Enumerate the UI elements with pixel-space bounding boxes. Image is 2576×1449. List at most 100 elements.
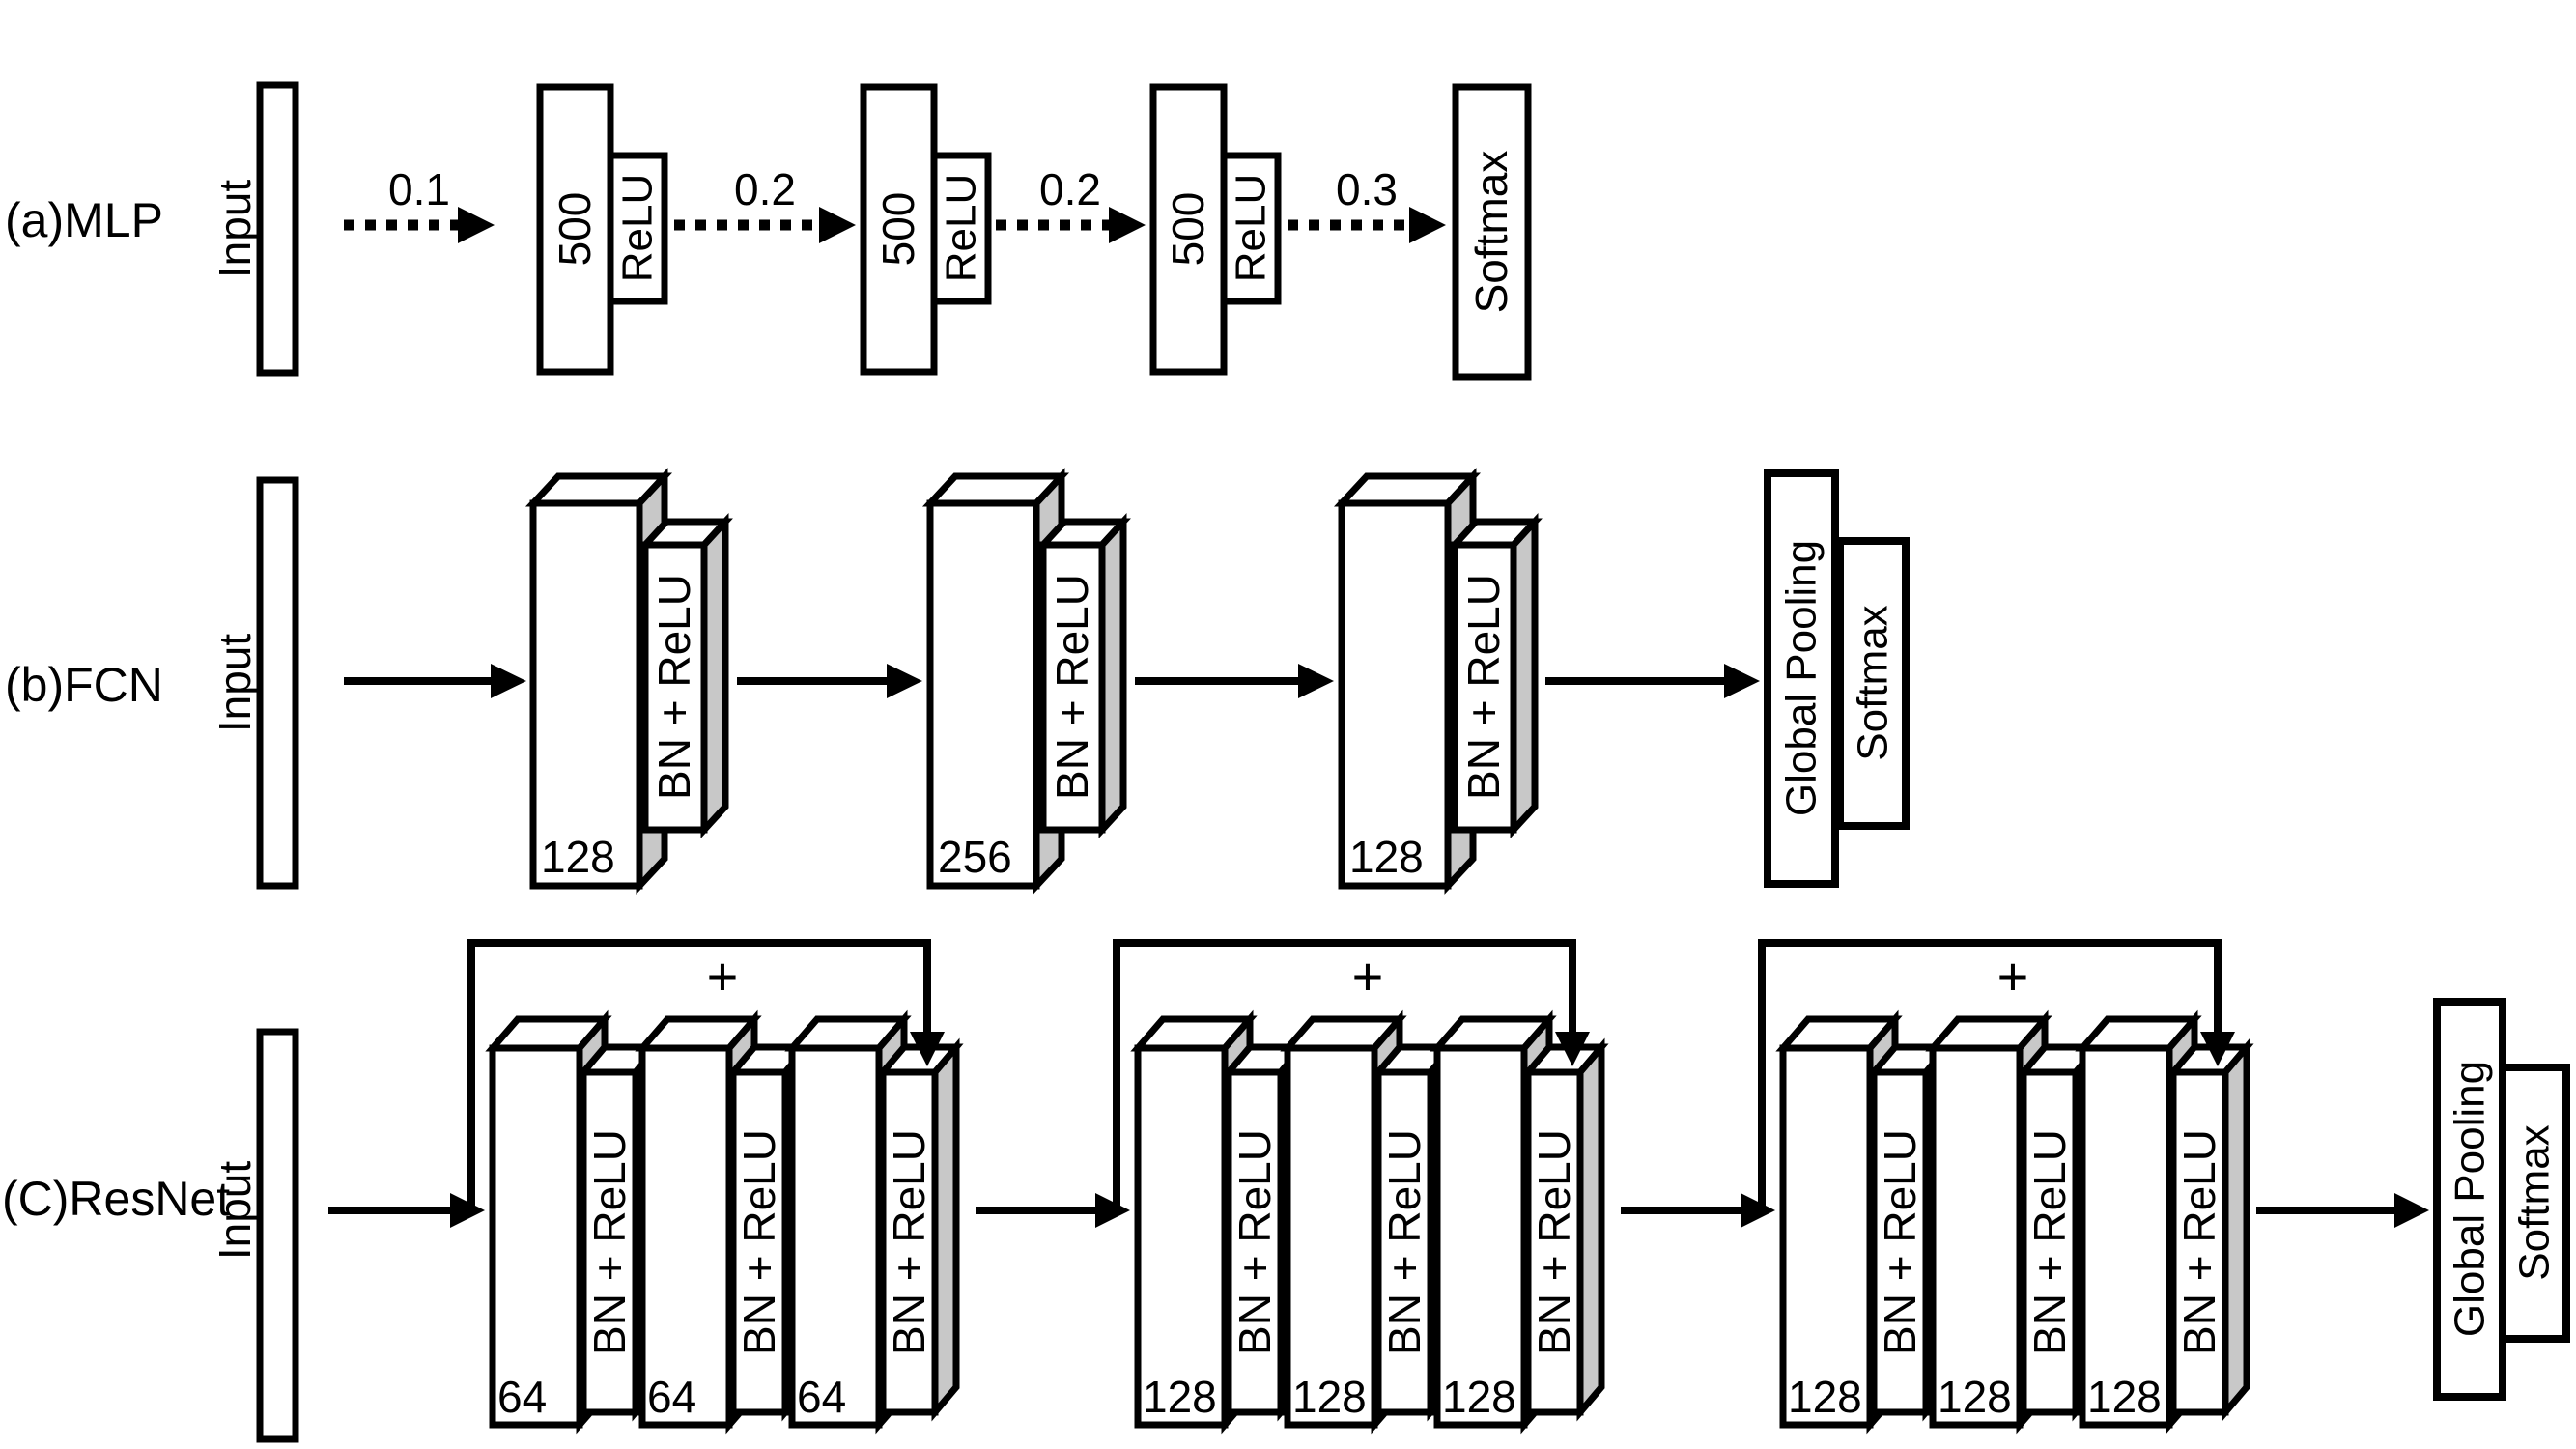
bn-relu-label: BN + ReLU	[649, 574, 699, 800]
bn-relu-label: BN + ReLU	[2174, 1129, 2224, 1355]
mlp-row-label: (a)MLP	[5, 193, 163, 247]
bn-box-front	[2020, 1068, 2080, 1416]
fcn-softmax-label: Softmax	[1850, 605, 1897, 760]
resnet-global-pooling-label: Global Pooling	[2447, 1061, 2494, 1337]
conv-filters-label: 128	[2087, 1372, 2162, 1422]
fcn-block: 128 BN + ReLU	[524, 468, 733, 895]
mlp-input-box	[256, 81, 299, 377]
mlp-relu-box	[930, 152, 992, 305]
dropout-label: 0.2	[1039, 164, 1101, 214]
fcn-global-pooling-label: Global Pooling	[1778, 540, 1826, 816]
dropout-label: 0.2	[734, 164, 796, 214]
bn-relu-label: BN + ReLU	[1458, 574, 1509, 800]
mlp-dense-label: 500	[1163, 192, 1213, 267]
conv-filters-label: 128	[1442, 1372, 1516, 1422]
mlp-dense-label: 500	[550, 192, 600, 267]
conv-filters-label: 64	[647, 1372, 696, 1422]
bn-box-front	[879, 1068, 939, 1416]
resnet-input-label: Input	[210, 1161, 260, 1261]
conv-filters-label: 128	[541, 832, 615, 882]
conv-box-front	[1929, 1044, 2024, 1429]
conv-filters-label: 64	[497, 1372, 547, 1422]
fcn-row-label: (b)FCN	[5, 658, 163, 712]
mlp-dense-label: 500	[873, 192, 923, 267]
residual-group: 64 BN + ReLU 64 BN + ReLU 64 BN + ReLU +	[467, 939, 964, 1435]
skip-connection	[1113, 939, 1576, 1210]
bn-relu-label: BN + ReLU	[734, 1129, 784, 1355]
conv-filters-label: 128	[1938, 1372, 2012, 1422]
residual-plus-label: +	[707, 946, 739, 1007]
arrowhead-icon	[887, 664, 922, 698]
bn-box-front	[580, 1068, 639, 1416]
conv-box-front	[2079, 1044, 2173, 1429]
fcn-softmax-box	[1836, 537, 1910, 830]
bn-relu-label: BN + ReLU	[1379, 1129, 1430, 1355]
conv-filters-label: 128	[1143, 1372, 1217, 1422]
residual-plus-label: +	[1352, 946, 1384, 1007]
mlp-softmax-box	[1452, 83, 1532, 381]
arrowhead-icon	[1298, 664, 1334, 698]
fcn-block: 256 BN + ReLU	[921, 468, 1131, 895]
mlp-input-label: Input	[210, 180, 260, 279]
resnet-row-label: (C)ResNet	[2, 1172, 230, 1226]
dropout-label: 0.3	[1336, 164, 1398, 214]
mlp-row: (a)MLP Input 0.1 500 ReLU 0.2 500 ReLU 0…	[5, 81, 1532, 381]
conv-filters-label: 128	[1788, 1372, 1862, 1422]
bn-box-front	[2169, 1068, 2229, 1416]
bn-relu-label: BN + ReLU	[1529, 1129, 1579, 1355]
bn-box-front	[729, 1068, 789, 1416]
conv-box-front	[529, 499, 643, 890]
arrowhead-icon	[910, 1032, 945, 1066]
conv-box-front	[1134, 1044, 1229, 1429]
resnet-softmax-box	[2499, 1064, 2570, 1343]
bn-box-front	[1451, 541, 1517, 834]
conv-filters-label: 64	[797, 1372, 846, 1422]
resnet-softmax-label: Softmax	[2511, 1124, 2559, 1280]
arrowhead-icon	[819, 207, 856, 243]
arrowhead-icon	[2200, 1032, 2235, 1066]
fcn-global-pooling-box	[1764, 469, 1839, 888]
bn-relu-label: BN + ReLU	[1230, 1129, 1280, 1355]
conv-filters-label: 256	[938, 832, 1012, 882]
conv-box-front	[1284, 1044, 1378, 1429]
arrowhead-icon	[2394, 1193, 2429, 1228]
fcn-input-box	[256, 476, 299, 890]
residual-group: 128 BN + ReLU 128 BN + ReLU 128 BN + ReL…	[1758, 939, 2254, 1435]
conv-box-front	[788, 1044, 883, 1429]
arrowhead-icon	[491, 664, 526, 698]
mlp-relu-label: ReLU	[938, 174, 985, 283]
arrowhead-icon	[458, 207, 495, 243]
bn-box-front	[1225, 1068, 1285, 1416]
bn-relu-label: BN + ReLU	[584, 1129, 635, 1355]
conv-box-front	[489, 1044, 583, 1429]
fcn-row: (b)FCN Input 128 BN + ReLU 256 BN	[5, 468, 1910, 895]
arrowhead-icon	[1555, 1032, 1590, 1066]
fcn-input-label: Input	[210, 634, 260, 733]
conv-box-front	[638, 1044, 733, 1429]
resnet-input-box	[256, 1028, 299, 1443]
conv-box-front	[1433, 1044, 1528, 1429]
arrowhead-icon	[1409, 207, 1446, 243]
skip-connection	[467, 939, 931, 1210]
conv-box-front	[1338, 499, 1452, 890]
arrowhead-icon	[1724, 664, 1760, 698]
mlp-dense-box	[536, 83, 614, 376]
mlp-relu-label: ReLU	[614, 174, 662, 283]
bn-box-front	[1870, 1068, 1930, 1416]
bn-box-front	[1039, 541, 1106, 834]
residual-plus-label: +	[1997, 946, 2029, 1007]
conv-filters-label: 128	[1349, 832, 1424, 882]
bn-box-front	[1374, 1068, 1434, 1416]
bn-box-front	[1524, 1068, 1584, 1416]
fcn-block: 128 BN + ReLU	[1333, 468, 1543, 895]
mlp-relu-box	[607, 152, 668, 305]
bn-relu-label: BN + ReLU	[884, 1129, 934, 1355]
mlp-relu-box	[1220, 152, 1282, 305]
bn-relu-label: BN + ReLU	[1047, 574, 1097, 800]
arrowhead-icon	[1109, 207, 1146, 243]
conv-box-front	[926, 499, 1040, 890]
mlp-softmax-label: Softmax	[1466, 151, 1516, 314]
bn-box-front	[641, 541, 708, 834]
bn-relu-label: BN + ReLU	[1875, 1129, 1925, 1355]
